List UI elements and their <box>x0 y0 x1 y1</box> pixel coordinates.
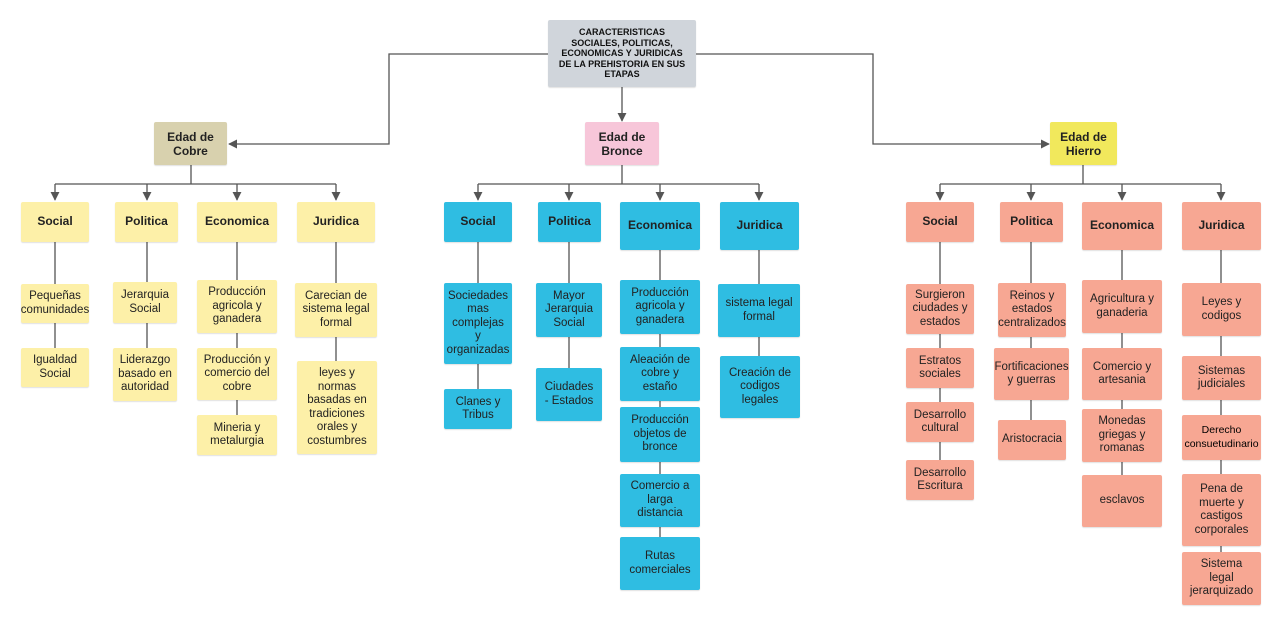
cobre-juridica-item-1: Carecian de sistema legal formal <box>295 283 377 337</box>
hierro-juridica-item-1: Leyes y codigos <box>1182 283 1261 336</box>
bronce-economica-item-1: Producción agricola y ganadera <box>620 280 700 334</box>
bronce-category-economica: Economica <box>620 202 700 250</box>
hierro-juridica-item-2: Sistemas judiciales <box>1182 356 1261 400</box>
connector-root-hierro <box>696 53 1050 149</box>
cobre-economica-item-3: Mineria y metalurgia <box>197 415 277 455</box>
hierro-category-social: Social <box>906 202 974 242</box>
cobre-economica-item-2: Producción y comercio del cobre <box>197 348 277 400</box>
bronce-juridica-item-2: Creación de codigos legales <box>720 356 800 418</box>
hierro-social-item-2: Estratos sociales <box>906 348 974 388</box>
bronce-category-juridica: Juridica <box>720 202 799 250</box>
bronce-politica-item-1: Mayor Jerarquia Social <box>536 283 602 337</box>
hierro-juridica-item-5: Sistema legal jerarquizado <box>1182 552 1261 605</box>
cobre-juridica-item-2: leyes y normas basadas en tradiciones or… <box>297 361 377 454</box>
hierro-social-item-1: Surgieron ciudades y estados <box>906 284 974 334</box>
bronce-social-item-2: Clanes y Tribus <box>444 389 512 429</box>
hierro-juridica-item-3: Derecho consuetudinario <box>1182 415 1261 460</box>
connector-root-cobre <box>228 53 548 149</box>
bronce-category-social: Social <box>444 202 512 242</box>
connector-cobre-bus <box>55 165 336 185</box>
bronce-social-item-1: Sociedades mas complejas y organizadas <box>444 283 512 364</box>
hierro-economica-item-3: Monedas griegas y romanas <box>1082 409 1162 462</box>
cobre-politica-item-1: Jerarquia Social <box>113 282 177 323</box>
cobre-category-economica: Economica <box>197 202 277 242</box>
bronce-category-politica: Politica <box>538 202 601 242</box>
cobre-category-politica: Politica <box>115 202 178 242</box>
bronce-politica-item-2: Ciudades - Estados <box>536 368 602 421</box>
hierro-juridica-item-4: Pena de muerte y castigos corporales <box>1182 474 1261 546</box>
connector-hierro-bus <box>940 165 1221 185</box>
age-header-cobre: Edad de Cobre <box>154 122 227 165</box>
hierro-politica-item-2: Fortificaciones y guerras <box>994 348 1069 400</box>
hierro-category-juridica: Juridica <box>1182 202 1261 250</box>
hierro-politica-item-1: Reinos y estados centralizados <box>998 283 1066 337</box>
bronce-economica-item-5: Rutas comerciales <box>620 537 700 590</box>
bronce-economica-item-4: Comercio a larga distancia <box>620 474 700 527</box>
cobre-social-item-1: Pequeñas comunidades <box>21 284 89 323</box>
hierro-social-item-4: Desarrollo Escritura <box>906 460 974 500</box>
hierro-economica-item-4: esclavos <box>1082 475 1162 527</box>
age-header-bronce: Edad de Bronce <box>585 122 659 165</box>
bronce-juridica-item-1: sistema legal formal <box>718 284 800 337</box>
bronce-economica-item-2: Aleación de cobre y estaño <box>620 347 700 401</box>
cobre-social-item-2: Igualdad Social <box>21 348 89 387</box>
cobre-economica-item-1: Producción agricola y ganadera <box>197 280 277 333</box>
cobre-politica-item-2: Liderazgo basado en autoridad <box>113 348 177 401</box>
cobre-category-juridica: Juridica <box>297 202 375 242</box>
connector-bronce-bus <box>478 165 759 185</box>
cobre-category-social: Social <box>21 202 89 242</box>
hierro-politica-item-3: Aristocracia <box>998 420 1066 460</box>
bronce-economica-item-3: Producción objetos de bronce <box>620 407 700 462</box>
hierro-social-item-3: Desarrollo cultural <box>906 402 974 442</box>
age-header-hierro: Edad de Hierro <box>1050 122 1117 165</box>
hierro-category-economica: Economica <box>1082 202 1162 250</box>
root-title-box: CARACTERISTICAS SOCIALES, POLITICAS, ECO… <box>548 20 696 87</box>
hierro-economica-item-2: Comercio y artesania <box>1082 348 1162 400</box>
hierro-economica-item-1: Agricultura y ganaderia <box>1082 280 1162 333</box>
hierro-category-politica: Politica <box>1000 202 1063 242</box>
